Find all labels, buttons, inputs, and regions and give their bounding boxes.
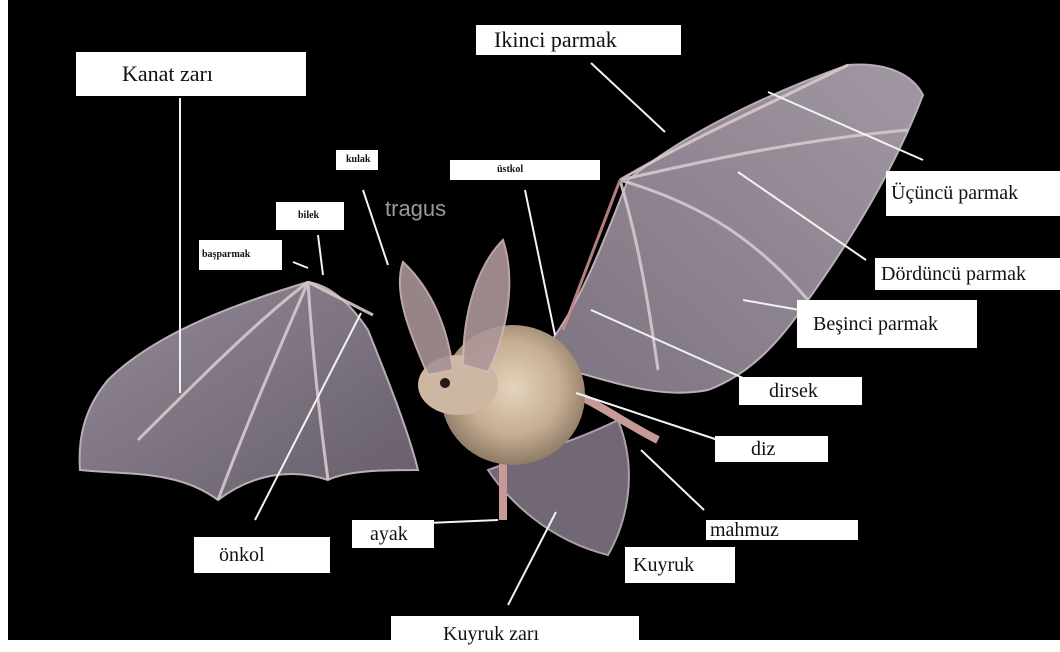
label-basparmak: başparmak — [199, 240, 282, 270]
label-ustkol: üstkol — [450, 160, 600, 180]
label-kuyruk: Kuyruk — [625, 547, 735, 583]
label-mahmuz: mahmuz — [706, 520, 858, 540]
label-onkol: önkol — [194, 537, 330, 573]
label-dirsek: dirsek — [739, 377, 862, 405]
tragus-caption: tragus — [385, 196, 446, 221]
label-diz: diz — [715, 436, 828, 462]
label-ikinci-parmak: Ikinci parmak — [476, 25, 681, 55]
bat-eye — [440, 378, 450, 388]
label-kulak: kulak — [336, 150, 378, 170]
label-kanat-zari: Kanat zarı — [76, 52, 306, 96]
label-ucuncu-parmak: Üçüncü parmak — [886, 171, 1060, 216]
label-kuyruk-zari: Kuyruk zarı — [391, 616, 639, 652]
label-ayak: ayak — [352, 520, 434, 548]
label-bilek: bilek — [276, 202, 344, 230]
label-dorduncu-parmak: Dördüncü parmak — [875, 258, 1060, 290]
label-besinci-parmak: Beşinci parmak — [797, 300, 977, 348]
